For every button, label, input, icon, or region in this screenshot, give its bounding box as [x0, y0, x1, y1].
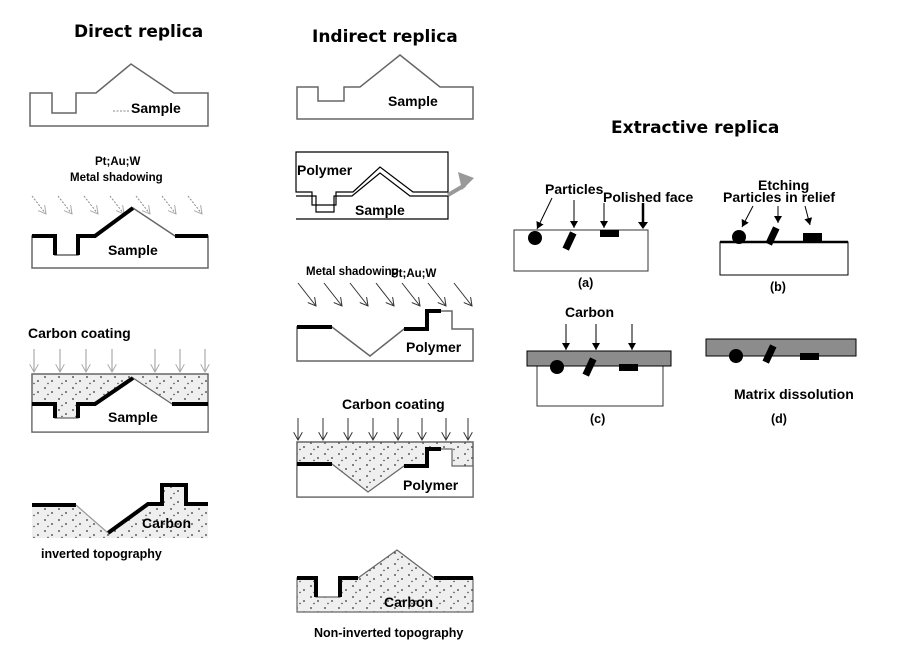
sample-profile — [29, 63, 209, 127]
sample-profile — [296, 54, 474, 120]
peel-arrow-head — [458, 172, 474, 190]
sample-label: Sample — [355, 202, 405, 218]
carbon-film — [705, 338, 857, 357]
shadowing-arrows — [31, 195, 202, 214]
elongated-particle — [582, 357, 597, 377]
label-c: (c) — [590, 412, 605, 426]
metal-film — [297, 309, 441, 331]
flat-particle — [800, 353, 819, 360]
carbon-film — [526, 350, 672, 367]
metal-film — [32, 483, 208, 535]
carbon-coating-label: Carbon coating — [28, 325, 131, 341]
round-particle — [732, 230, 746, 244]
indirect-step-polymer: Polymer Sample — [295, 151, 474, 220]
polymer-layer — [295, 151, 449, 206]
metal-film — [32, 376, 208, 418]
elongated-particle — [562, 231, 577, 251]
direct-step-carbon-replica: Carbon inverted topography — [32, 483, 208, 561]
label-a: (a) — [578, 276, 593, 290]
carbon-label: Carbon — [565, 304, 614, 320]
round-particle — [550, 360, 564, 374]
label-d: (d) — [771, 412, 787, 426]
indirect-step-sample: Sample — [296, 54, 474, 120]
label-b: (b) — [770, 280, 786, 294]
deposition-arrows — [562, 324, 636, 350]
carbon-label: Carbon — [384, 594, 433, 610]
extractive-replica-title: Extractive replica — [611, 118, 779, 138]
metal-film — [297, 447, 441, 468]
indirect-replica-title: Indirect replica — [312, 27, 458, 47]
carbon-label: Carbon — [142, 515, 191, 531]
indirect-step-carbon-coating: Carbon coating Polymer — [297, 396, 474, 498]
elongated-particle — [762, 344, 777, 364]
flat-particle — [600, 230, 619, 237]
extractive-replica-column: Extractive replica Particles Polished fa… — [513, 118, 857, 426]
extractive-step-b: Etching Particles in relief (b) — [719, 177, 849, 294]
sample-label: Sample — [131, 100, 181, 116]
sample-label: Sample — [108, 409, 158, 425]
direct-caption: inverted topography — [41, 547, 162, 561]
polished-face-label: Polished face — [603, 189, 693, 205]
extractive-step-c: Carbon (c) — [526, 304, 672, 426]
coating-arrows — [298, 418, 468, 440]
etching-label: Etching — [758, 177, 809, 193]
polymer-label: Polymer — [406, 339, 462, 355]
direct-step-metal-shadowing: Pt;Au;W Metal shadowing Sample — [31, 156, 209, 269]
matrix-dissolution-label: Matrix dissolution — [734, 386, 854, 402]
direct-step-carbon-coating: Carbon coating Sample — [28, 325, 208, 433]
indirect-replica-column: Indirect replica Sample Polymer Sample M… — [296, 27, 474, 640]
polished-face-arrow-head — [638, 222, 648, 229]
particles-label: Particles — [545, 181, 604, 197]
sample-profile — [296, 172, 449, 220]
flat-particle — [803, 233, 822, 241]
coating-arrows — [34, 349, 205, 372]
metal-elements-label: Pt;Au;W — [391, 268, 436, 280]
metal-shadowing-label: Metal shadowing — [306, 266, 399, 278]
direct-replica-column: Direct replica Sample Pt;Au;W Metal shad… — [28, 22, 208, 561]
replica-edge — [75, 504, 109, 534]
metal-elements-label: Pt;Au;W — [95, 156, 140, 168]
pointer-arrows — [741, 205, 813, 228]
sample-label: Sample — [388, 93, 438, 109]
pointer-arrows — [536, 197, 608, 230]
extractive-step-d: Matrix dissolution (d) — [705, 338, 857, 426]
metal-shadowing-label: Metal shadowing — [70, 172, 163, 184]
flat-particle — [619, 364, 638, 371]
indirect-step-metal-shadowing: Metal shadowing Pt;Au;W Polymer — [296, 266, 474, 362]
indirect-step-carbon-replica: Carbon Non-inverted topography — [296, 549, 474, 640]
direct-replica-title: Direct replica — [74, 22, 203, 42]
carbon-coating-label: Carbon coating — [342, 396, 445, 412]
metal-film — [32, 206, 208, 255]
round-particle — [528, 231, 542, 245]
direct-step-sample: Sample — [29, 63, 209, 127]
extractive-step-a: Particles Polished face (a) — [513, 181, 693, 290]
sample-label: Sample — [108, 242, 158, 258]
particles-relief-label: Particles in relief — [723, 189, 835, 205]
elongated-particle — [765, 226, 780, 246]
polymer-label: Polymer — [403, 477, 459, 493]
metal-film — [297, 576, 473, 597]
indirect-caption: Non-inverted topography — [314, 626, 463, 640]
round-particle — [729, 349, 743, 363]
etched-matrix-block — [719, 241, 849, 276]
shadowing-arrows — [297, 282, 472, 306]
polymer-label: Polymer — [297, 162, 353, 178]
